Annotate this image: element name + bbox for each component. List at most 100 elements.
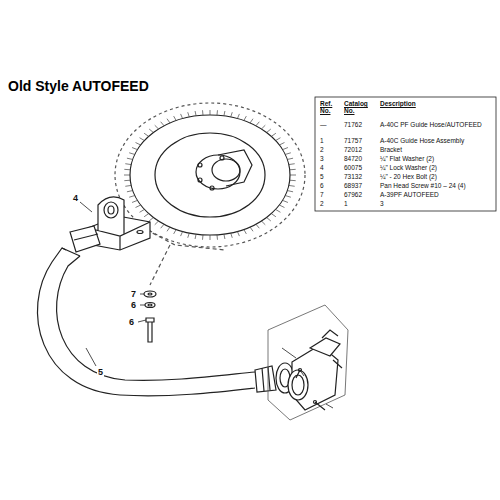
- table-cell: 71762: [344, 121, 378, 128]
- table-cell: 68937: [344, 182, 378, 189]
- flywheel-tooth: [283, 148, 288, 150]
- callout-number: 4: [72, 193, 79, 203]
- table-cell: 84720: [344, 155, 378, 162]
- flywheel-tooth: [224, 111, 225, 116]
- flywheel-tooth: [290, 175, 296, 176]
- flywheel-tooth: [149, 129, 153, 133]
- flywheel-tooth: [129, 153, 135, 155]
- table-cell: 72012: [344, 146, 378, 153]
- table-cell: A-40C PF Guide Hose/AUTOFEED: [380, 121, 492, 128]
- flywheel-tooth: [124, 169, 130, 170]
- flywheel-tooth: [188, 112, 190, 117]
- flywheel-tooth: [124, 175, 130, 176]
- flywheel-tooth: [125, 163, 131, 165]
- table-cell: 6: [320, 182, 342, 189]
- flywheel-tooth: [195, 234, 196, 239]
- flywheel-tooth: [237, 114, 239, 119]
- flywheel-tooth: [256, 224, 259, 228]
- flywheel-tooth: [276, 138, 281, 141]
- table-cell: —: [320, 121, 342, 128]
- table-cell: 67962: [344, 191, 378, 198]
- flywheel-tooth: [267, 217, 271, 221]
- flywheel-tooth: [144, 214, 149, 217]
- table-frame: [315, 97, 496, 211]
- table-cell: 1: [344, 200, 378, 207]
- flywheel-tooth: [155, 125, 159, 129]
- flywheel-tooth: [279, 143, 284, 146]
- flywheel-tooth: [195, 111, 196, 116]
- flywheel-tooth: [202, 235, 204, 240]
- title: Old Style AUTOFEED: [8, 78, 149, 94]
- flywheel-tooth: [231, 112, 233, 117]
- table-cell: ¼" Flat Washer (2): [380, 155, 492, 162]
- flywheel-tooth: [140, 209, 145, 212]
- flywheel-tooth: [161, 122, 164, 126]
- flywheel-tooth: [216, 110, 218, 115]
- callout-number: 5: [97, 367, 104, 377]
- table-cell: ¼" Lock Washer (2): [380, 164, 492, 171]
- table-cell: 7: [320, 191, 342, 198]
- table-cell: ¼" - 20 Hex Bolt (2): [380, 173, 492, 180]
- flywheel-tooth: [283, 200, 288, 202]
- flywheel-tooth: [244, 229, 247, 234]
- table-cell: 60075: [344, 164, 378, 171]
- callout-number: 7: [130, 289, 137, 299]
- flywheel-tooth: [149, 217, 153, 221]
- flywheel-tooth: [271, 214, 276, 217]
- flywheel-tooth: [140, 138, 145, 141]
- table-header: Description: [380, 100, 492, 107]
- callout-number: 6: [128, 317, 135, 327]
- flywheel-tooth: [287, 191, 293, 192]
- flywheel-tooth: [125, 185, 131, 187]
- flywheel-tooth: [174, 229, 177, 234]
- flywheel-tooth: [216, 235, 218, 240]
- flywheel-tooth: [167, 227, 170, 231]
- flywheel-tooth: [136, 205, 141, 208]
- flywheel-tooth: [127, 191, 133, 192]
- bolt-stack: [144, 291, 156, 342]
- flywheel-tooth: [244, 116, 247, 121]
- flywheel-tooth: [202, 110, 204, 115]
- flywheel-tooth: [210, 110, 211, 115]
- flywheel-tooth: [267, 129, 271, 133]
- table-header: Ref. No.: [320, 100, 342, 114]
- flywheel-tooth: [231, 233, 233, 238]
- table-cell: 2: [320, 200, 342, 207]
- flywheel-tooth: [144, 133, 149, 136]
- flywheel-tooth: [287, 158, 293, 159]
- flywheel-tooth: [285, 196, 291, 198]
- flywheel-tooth: [181, 231, 183, 236]
- flywheel-tooth: [127, 158, 133, 159]
- flywheel-tooth: [161, 224, 164, 228]
- flywheel-tooth: [132, 200, 137, 202]
- leader-line: [80, 202, 333, 408]
- table-cell: 73132: [344, 173, 378, 180]
- flywheel-tooth: [261, 125, 265, 129]
- flywheel-tooth: [237, 231, 239, 236]
- table-cell: A-39PF AUTOFEED: [380, 191, 492, 198]
- flywheel-tooth: [261, 221, 265, 225]
- flywheel-tooth: [132, 148, 137, 150]
- flywheel-tooth: [124, 180, 130, 181]
- flywheel-tooth: [289, 163, 295, 165]
- table-cell: 4: [320, 164, 342, 171]
- table-cell: 1: [320, 137, 342, 144]
- flywheel-tooth: [129, 196, 135, 198]
- table-cell: 3: [380, 200, 492, 207]
- flywheel-tooth: [167, 119, 170, 123]
- flywheel-tooth: [256, 122, 259, 126]
- flywheel-tooth: [174, 116, 177, 121]
- table-cell: Bracket: [380, 146, 492, 153]
- flywheel-tooth: [250, 227, 253, 231]
- table-cell: Pan Head Screw #10 – 24 (4): [380, 182, 492, 189]
- flywheel-tooth: [279, 205, 284, 208]
- table-cell: 71757: [344, 137, 378, 144]
- flywheel-tooth: [276, 209, 281, 212]
- autofeed-unit: [268, 305, 348, 420]
- callout-number: 6: [130, 300, 137, 310]
- table-cell: A-40C Guide Hose Assembly: [380, 137, 492, 144]
- flywheel-tooth: [271, 133, 276, 136]
- flywheel-tooth: [250, 119, 253, 123]
- flywheel-tooth: [136, 143, 141, 146]
